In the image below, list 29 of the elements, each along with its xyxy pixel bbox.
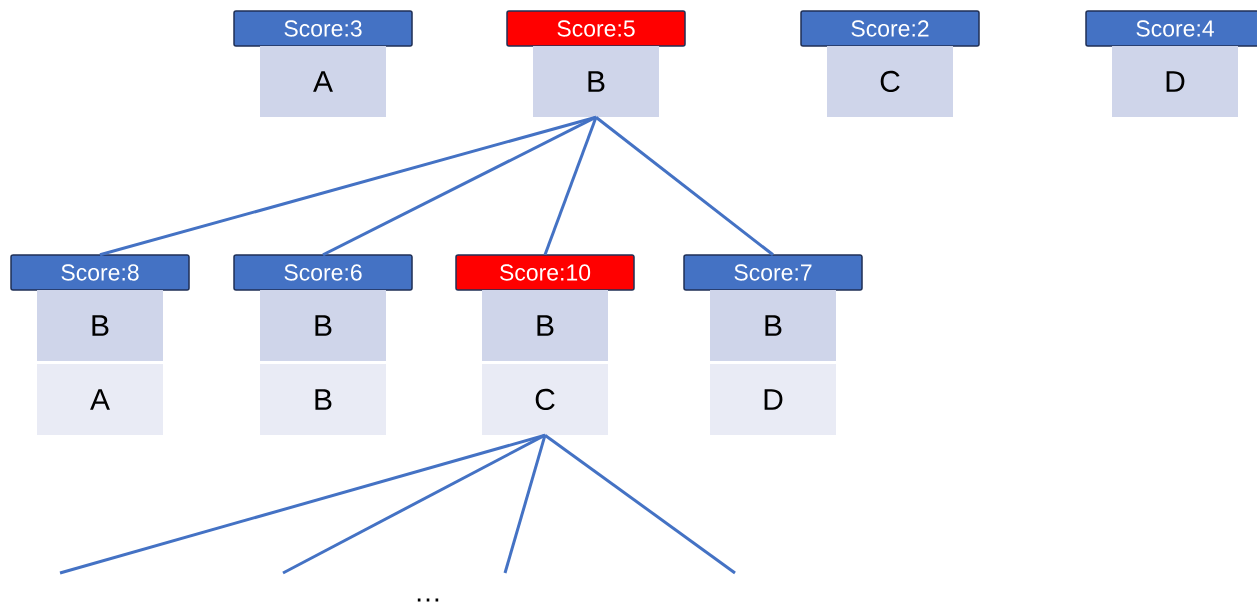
letter-cell: D	[710, 364, 836, 435]
letter-cell: C	[827, 46, 953, 117]
letter-cell: A	[37, 364, 163, 435]
ellipsis-text: …	[417, 598, 439, 602]
score-badge: Score:10	[455, 254, 635, 291]
letter-cell: D	[1112, 46, 1238, 117]
letter-cell: B	[37, 290, 163, 361]
score-badge: Score:6	[233, 254, 413, 291]
letter-cell: B	[260, 364, 386, 435]
letter-cell: A	[260, 46, 386, 117]
connector-line	[595, 116, 774, 256]
connector-line	[543, 116, 598, 256]
letter-cell: B	[260, 290, 386, 361]
connector-line	[59, 433, 546, 575]
connector-line	[282, 433, 546, 575]
letter-cell: B	[482, 290, 608, 361]
score-badge: Score:5	[506, 10, 686, 47]
letter-cell: C	[482, 364, 608, 435]
connector-line	[99, 115, 597, 257]
score-badge: Score:7	[683, 254, 863, 291]
score-badge: Score:2	[800, 10, 980, 47]
connector-line	[503, 434, 547, 574]
score-badge: Score:3	[233, 10, 413, 47]
connector-line	[544, 433, 736, 575]
connector-line	[322, 115, 597, 257]
score-badge: Score:4	[1085, 10, 1257, 47]
letter-cell: B	[533, 46, 659, 117]
score-badge: Score:8	[10, 254, 190, 291]
letter-cell: B	[710, 290, 836, 361]
